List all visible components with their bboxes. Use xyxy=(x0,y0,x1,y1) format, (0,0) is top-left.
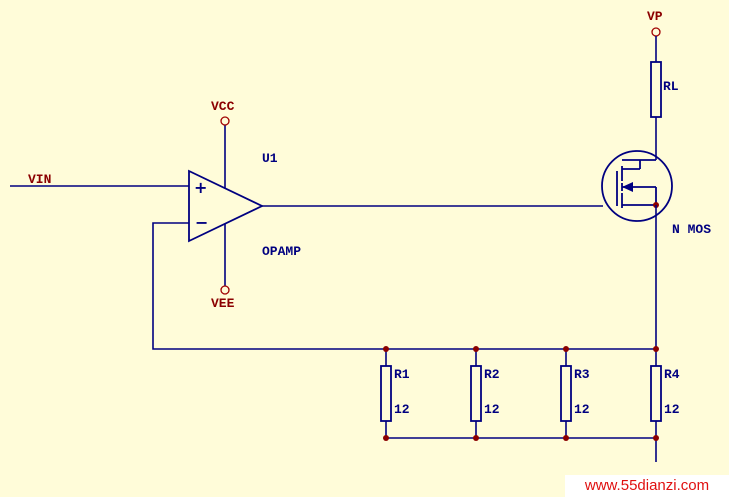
vee-label: VEE xyxy=(211,296,235,311)
r3-resistor xyxy=(560,365,572,422)
opamp-minus-sign: − xyxy=(195,213,208,232)
r4-ref-label: R4 xyxy=(664,367,680,382)
r2-top-junction xyxy=(473,346,479,352)
rl-label: RL xyxy=(663,79,679,94)
r3-top-junction xyxy=(563,346,569,352)
vp-pin xyxy=(651,27,661,37)
nmos-transistor xyxy=(601,150,673,222)
r3-value-label: 12 xyxy=(574,402,590,417)
r4-resistor xyxy=(650,365,662,422)
r2-ref-label: R2 xyxy=(484,367,500,382)
r2-resistor xyxy=(470,365,482,422)
r1-resistor xyxy=(380,365,392,422)
r2-value-label: 12 xyxy=(484,402,500,417)
r3-ref-label: R3 xyxy=(574,367,590,382)
rl-resistor xyxy=(650,61,662,118)
opamp-plus-sign: + xyxy=(194,178,207,197)
nmos-body-circle xyxy=(601,150,673,222)
feedback-wire xyxy=(152,222,656,350)
sense-resistor-array: R1 12 R2 12 R3 12 R4 12 xyxy=(380,346,680,441)
vee-pin xyxy=(220,285,230,295)
r4-value-label: 12 xyxy=(664,402,680,417)
vcc-pin xyxy=(220,116,230,126)
r1-ref-label: R1 xyxy=(394,367,410,382)
vin-label: VIN xyxy=(28,172,51,187)
vcc-label: VCC xyxy=(211,99,235,114)
site-watermark: www.55dianzi.com xyxy=(565,475,729,497)
r4-bottom-junction xyxy=(653,435,659,441)
opamp-value-label: OPAMP xyxy=(262,244,301,259)
r1-top-junction xyxy=(383,346,389,352)
vp-label: VP xyxy=(647,9,663,24)
r4-top-junction xyxy=(653,346,659,352)
nmos-arrow xyxy=(622,182,633,192)
nmos-value-label: N MOS xyxy=(672,222,711,237)
opamp-triangle xyxy=(188,169,265,243)
r2-bottom-junction xyxy=(473,435,479,441)
opamp-ref-label: U1 xyxy=(262,151,278,166)
r1-value-label: 12 xyxy=(394,402,410,417)
r3-bottom-junction xyxy=(563,435,569,441)
r1-bottom-junction xyxy=(383,435,389,441)
opamp-u1: + − xyxy=(188,169,265,243)
